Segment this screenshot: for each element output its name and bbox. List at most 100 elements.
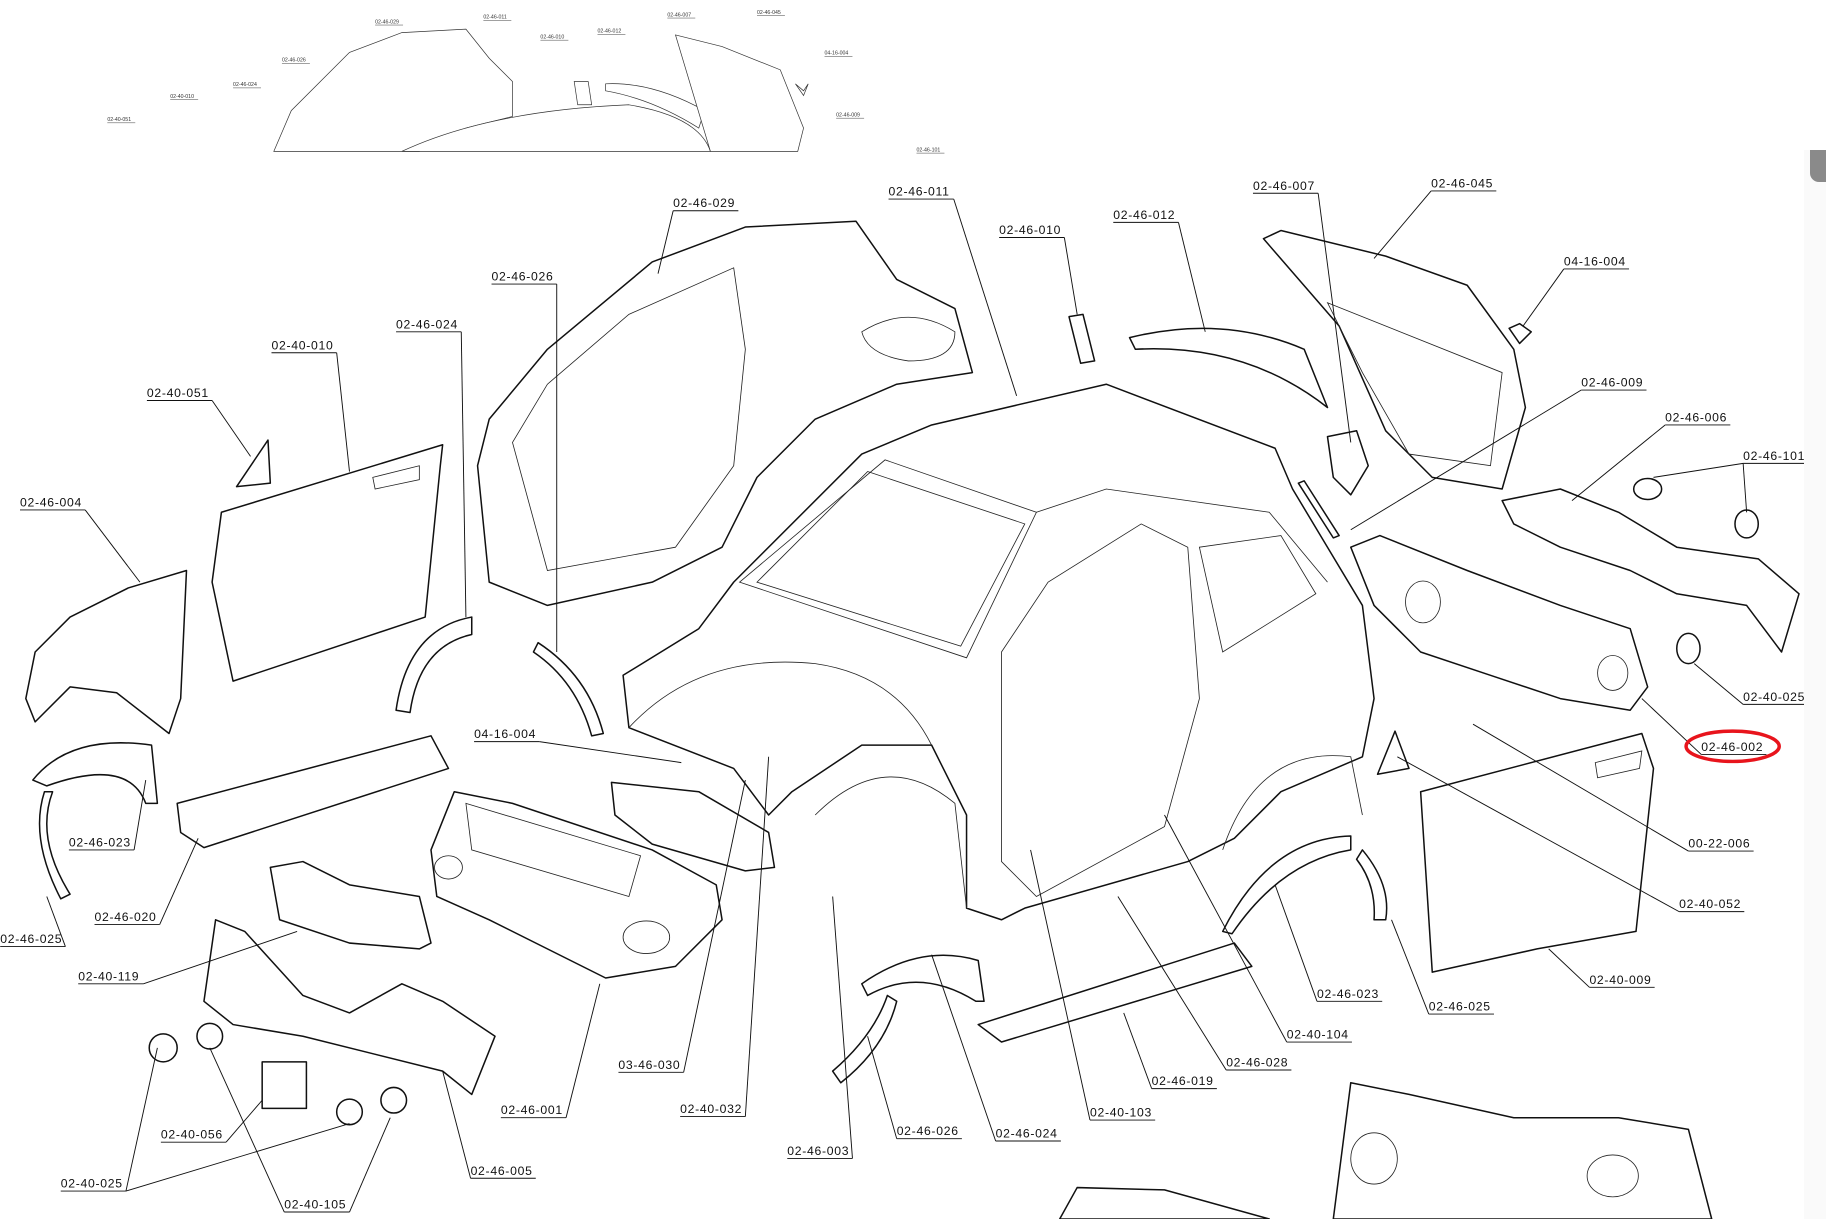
part-label[interactable]: 02-40-032	[680, 1102, 742, 1116]
leader-line	[1030, 849, 1091, 1121]
part-label[interactable]: 02-46-009	[1581, 376, 1643, 390]
leader-line	[1123, 1012, 1153, 1089]
part-label[interactable]: 02-40-104	[1287, 1028, 1349, 1042]
part-label[interactable]: 02-40-105	[284, 1198, 346, 1212]
leader-line	[84, 509, 141, 583]
thumbnail-label: 02-46-012	[597, 29, 621, 35]
sill-left	[176, 735, 450, 849]
part-label[interactable]: 02-46-012	[1113, 208, 1175, 222]
leader-line	[1164, 814, 1288, 1043]
part-label[interactable]: 02-46-045	[1431, 176, 1493, 190]
vertical-scrollbar[interactable]	[1804, 150, 1826, 1219]
leader-line	[1571, 424, 1666, 502]
thumbnail-label: 02-46-045	[757, 10, 781, 16]
part-label[interactable]: 02-46-023	[69, 835, 131, 849]
part-label[interactable]: 02-46-025	[0, 932, 62, 946]
thumbnail-label: 02-46-011	[483, 15, 507, 21]
part-label[interactable]: 02-46-029	[673, 196, 735, 210]
thumbnail-label: 02-46-010	[540, 34, 564, 40]
leader-line	[349, 1117, 391, 1213]
part-label[interactable]: 02-46-023	[1317, 987, 1379, 1001]
side-panel	[476, 220, 974, 607]
thumbnail-label: 02-46-029	[375, 19, 399, 25]
leader-line	[1472, 723, 1689, 852]
leader-line	[460, 331, 467, 618]
part-label[interactable]: 02-46-019	[1152, 1074, 1214, 1088]
part-label[interactable]: 00-22-006	[1688, 837, 1750, 851]
leader-line	[1522, 268, 1565, 327]
leader-line	[1653, 462, 1744, 478]
part-label[interactable]: 02-40-119	[78, 969, 139, 983]
part-label[interactable]: 02-46-026	[492, 270, 554, 284]
part-label[interactable]: 02-46-007	[1253, 179, 1315, 193]
leader-line	[1178, 222, 1206, 332]
part-label[interactable]: 02-40-025	[1743, 690, 1805, 704]
leader-line	[133, 779, 147, 851]
part-label[interactable]: 02-46-024	[996, 1127, 1058, 1141]
thumbnail-label: 02-46-101	[916, 147, 940, 153]
thumbnail-label: 04-16-004	[825, 51, 849, 57]
leader-line	[565, 983, 601, 1118]
car-body-parts	[25, 220, 1800, 1219]
front-bumper	[430, 790, 723, 979]
leader-line	[1397, 756, 1680, 913]
part-label[interactable]: 04-16-004	[474, 727, 536, 741]
part-label[interactable]: 02-46-002	[1701, 740, 1763, 754]
part-label[interactable]: 02-46-101	[1743, 449, 1805, 463]
leader-line	[1641, 698, 1702, 755]
leader-line	[1548, 948, 1590, 988]
thumbnail-label: 02-40-010	[170, 94, 194, 100]
part-label[interactable]: 02-46-006	[1665, 410, 1727, 424]
thumbnail-label: 02-46-009	[836, 112, 860, 118]
leader-line	[1373, 190, 1432, 259]
part-label[interactable]: 02-46-005	[471, 1164, 533, 1178]
part-label[interactable]: 02-40-025	[61, 1177, 123, 1191]
part-label[interactable]: 02-46-024	[396, 317, 458, 331]
leader-line	[1693, 663, 1744, 705]
part-label[interactable]: 02-40-010	[271, 338, 333, 352]
part-label[interactable]: 02-46-011	[889, 185, 950, 199]
leader-line	[683, 779, 746, 1073]
leader-line	[125, 1123, 350, 1192]
part-label[interactable]: 02-40-103	[1090, 1106, 1152, 1120]
part-label[interactable]: 02-40-056	[161, 1128, 223, 1142]
part-label[interactable]: 02-46-025	[1429, 1000, 1491, 1014]
tailgate	[1262, 229, 1527, 490]
leader-line	[931, 954, 997, 1142]
thumbnail-preview: 02-46-029 02-46-011 02-46-010 02-46-012 02-4…	[107, 10, 945, 153]
thumbnail-label: 02-46-007	[667, 12, 691, 18]
part-label[interactable]: 03-46-030	[618, 1058, 680, 1072]
part-labels: 02-46-029 02-46-011 02-46-010 02-46-012 02-4…	[0, 176, 1805, 1212]
leader-lines	[0, 190, 1809, 1213]
front-door-right	[1419, 732, 1655, 973]
leader-line	[225, 1099, 263, 1143]
part-label[interactable]: 02-46-004	[20, 495, 82, 509]
front-fender	[25, 569, 188, 735]
part-label[interactable]: 02-46-003	[787, 1144, 849, 1158]
part-label[interactable]: 02-46-001	[501, 1103, 563, 1117]
part-label[interactable]: 02-46-010	[999, 223, 1061, 237]
part-label[interactable]: 02-46-028	[1226, 1055, 1288, 1069]
leader-line	[744, 756, 770, 1117]
rear-panel	[1350, 534, 1649, 711]
part-label[interactable]: 02-40-052	[1679, 897, 1741, 911]
part-label[interactable]: 02-46-026	[897, 1124, 959, 1138]
leader-line	[1391, 919, 1430, 1015]
leader-line	[1274, 884, 1318, 1002]
part-label[interactable]: 02-40-009	[1589, 973, 1651, 987]
part-label[interactable]: 02-40-051	[147, 386, 209, 400]
leader-line	[1063, 237, 1078, 315]
leader-line	[336, 352, 350, 472]
leader-line	[1117, 896, 1227, 1071]
thumbnail-label: 02-40-051	[107, 117, 131, 123]
leader-line	[1317, 193, 1352, 443]
leader-line	[159, 838, 199, 925]
body-shell	[622, 383, 1375, 921]
leader-line	[832, 896, 853, 1159]
scrollbar-thumb[interactable]	[1810, 150, 1826, 182]
part-label[interactable]: 04-16-004	[1564, 254, 1626, 268]
part-label[interactable]: 02-46-020	[95, 910, 157, 924]
highlight-circle	[1684, 729, 1781, 764]
leader-line	[953, 198, 1018, 396]
